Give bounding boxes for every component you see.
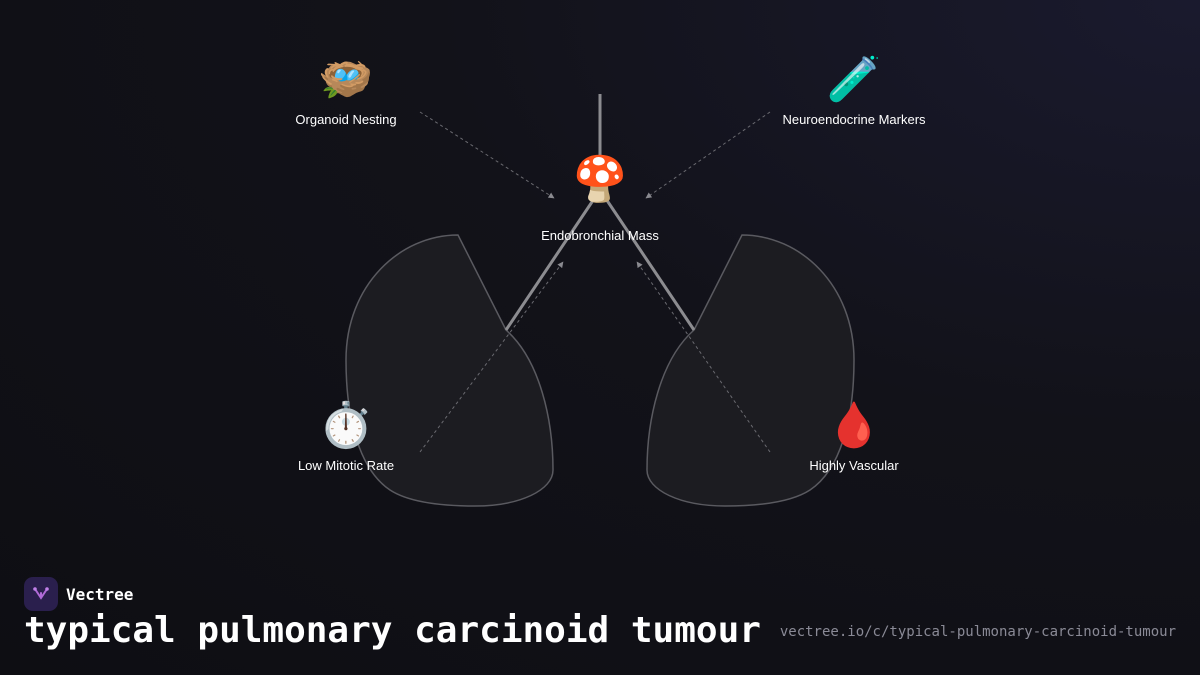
connector-low-mitotic-rate [419,261,564,453]
node-label: Organoid Nesting [295,112,397,127]
right-lung [646,234,855,507]
vectree-logo-icon [24,577,58,611]
nest-icon: 🪺 [318,54,374,105]
center-node: 🍄 Endobronchial Mass [500,154,700,243]
brand: Vectree [24,577,133,611]
connector-organoid-nesting [419,111,555,199]
page-url[interactable]: vectree.io/c/typical-pulmonary-carcinoid… [779,624,1176,640]
node-low-mitotic-rate: ⏱️ Low Mitotic Rate [246,400,446,473]
node-organoid-nesting: 🪺 Organoid Nesting [246,54,446,127]
mushroom-icon: 🍄 [572,154,628,205]
brand-name: Vectree [66,584,134,604]
connector-highly-vascular [636,261,771,453]
node-label: Low Mitotic Rate [297,458,395,473]
center-label: Endobronchial Mass [541,228,659,243]
left-bronchus [504,189,602,331]
connector-neuroendocrine-markers [645,111,771,199]
node-label: Highly Vascular [809,458,899,473]
page-title: typical pulmonary carcinoid tumour [24,610,761,651]
node-neuroendocrine-markers: 🧪 Neuroendocrine Markers [754,54,954,127]
node-highly-vascular: 🩸 Highly Vascular [754,400,954,473]
blood-drop-icon: 🩸 [826,400,882,451]
left-lung [345,234,554,507]
node-label: Neuroendocrine Markers [782,112,926,127]
stopwatch-icon: ⏱️ [318,400,374,451]
test-tube-icon: 🧪 [826,54,882,105]
right-bronchus [598,189,696,331]
